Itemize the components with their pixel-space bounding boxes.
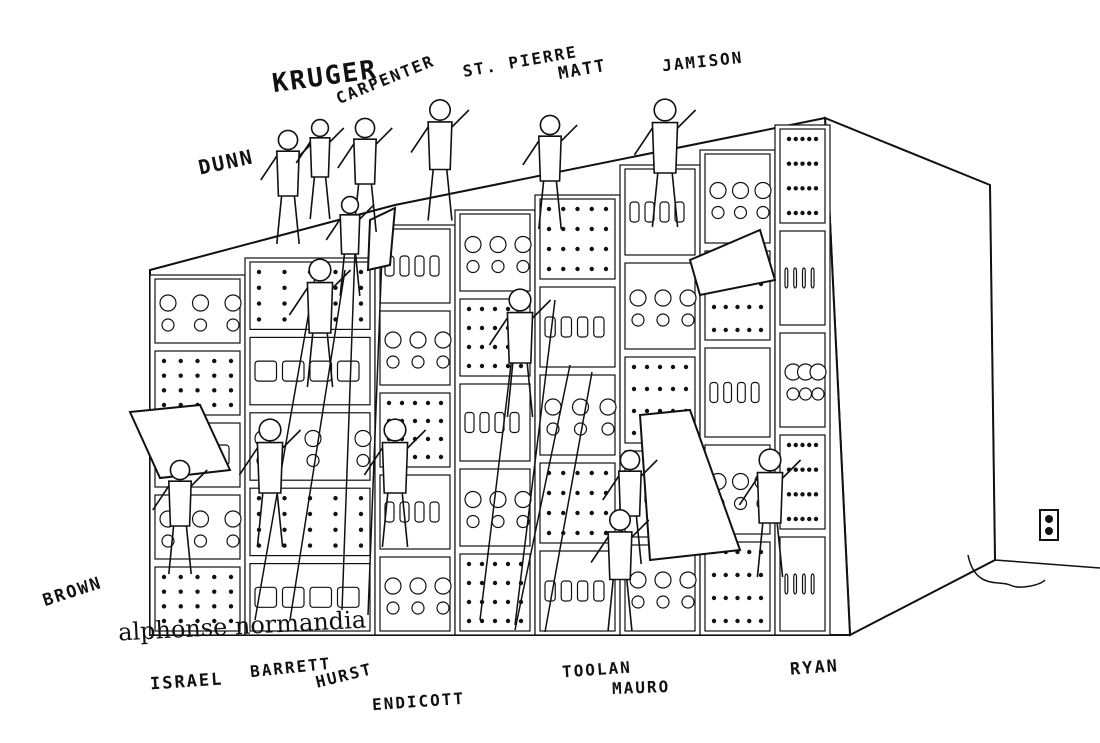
technician-figure <box>602 449 658 565</box>
wall-outlet <box>1039 509 1059 541</box>
technician-figure <box>152 459 208 575</box>
open-door-right <box>638 408 742 562</box>
technician-figure <box>590 508 650 631</box>
technician-figure <box>238 418 302 548</box>
technician-figure <box>260 129 316 245</box>
cabinet-side <box>823 116 997 637</box>
technician-figure <box>325 195 375 297</box>
technician-figure <box>295 118 345 220</box>
technician-figure <box>633 98 697 228</box>
open-door-left <box>128 403 232 480</box>
label-ryan: RYAN <box>789 656 840 680</box>
technician-figure <box>522 114 578 230</box>
technician-figure <box>488 288 552 418</box>
technician-figure <box>738 448 802 578</box>
technician-figure <box>363 418 427 548</box>
open-door-top <box>688 228 777 297</box>
label-mauro: MAURO <box>611 676 671 699</box>
technician-figure <box>410 99 470 221</box>
